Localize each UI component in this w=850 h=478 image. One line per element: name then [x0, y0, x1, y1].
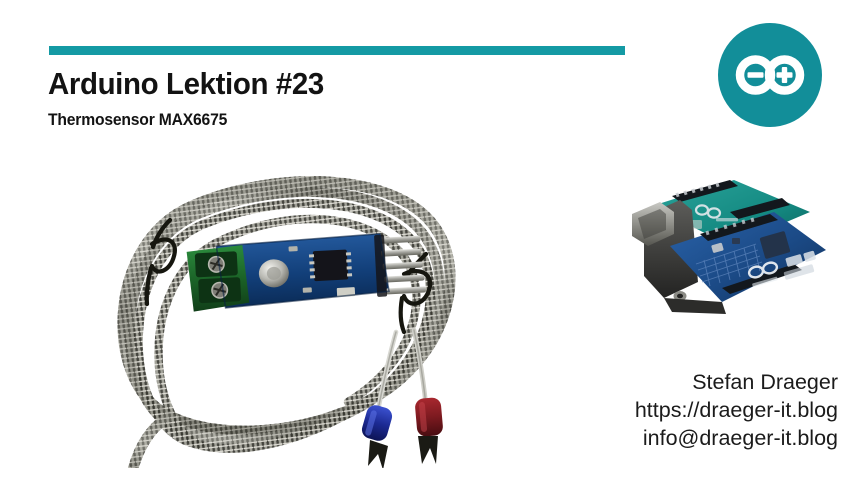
- red-spade-terminal: [415, 397, 443, 464]
- page-subtitle: Thermosensor MAX6675: [48, 111, 228, 129]
- usb-connector: [632, 202, 674, 246]
- contact-email[interactable]: info@draeger-it.blog: [642, 426, 838, 451]
- blue-spade-terminal: [361, 405, 393, 468]
- mounting-holes: [673, 291, 687, 301]
- contact-block: Stefan Draeger https://draeger-it.blog i…: [635, 369, 838, 453]
- max6675-module: [186, 232, 426, 312]
- arduino-boards-photo: [614, 172, 836, 342]
- contact-name: Stefan Draeger: [692, 370, 838, 395]
- minus-icon: [747, 72, 764, 78]
- front-board: [670, 212, 826, 302]
- accent-bar: [49, 46, 625, 55]
- arduino-infinity-logo: [716, 21, 824, 129]
- thermocouple-photo: [52, 148, 522, 468]
- page-title: Arduino Lektion #23: [48, 66, 324, 101]
- contact-website[interactable]: https://draeger-it.blog: [634, 398, 838, 423]
- back-board: [652, 180, 810, 246]
